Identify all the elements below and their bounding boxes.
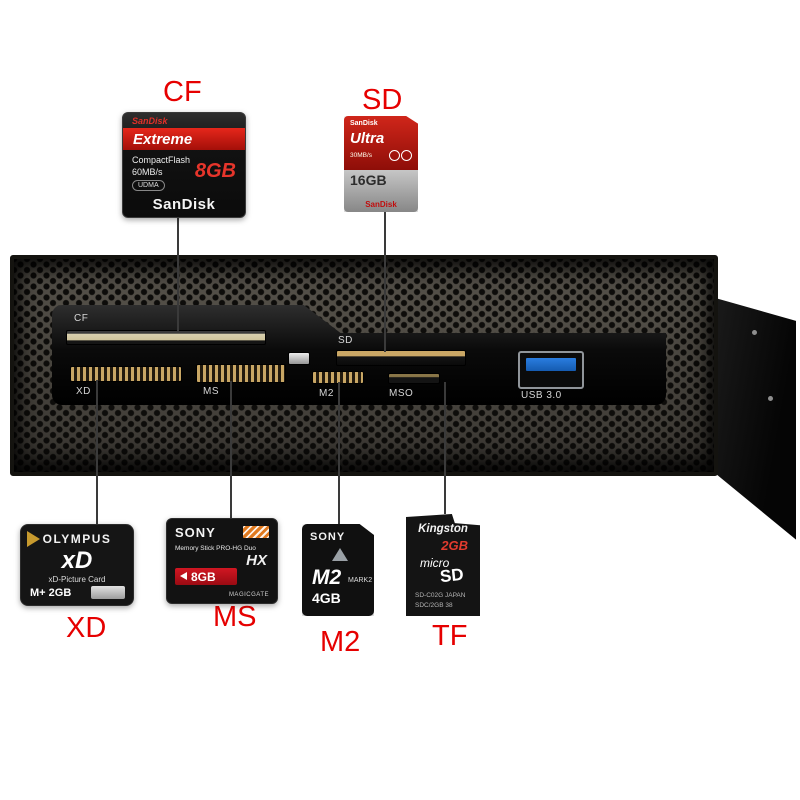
screw-dot bbox=[768, 396, 773, 401]
m2-card-name: M2 bbox=[312, 566, 342, 589]
ms-card-series: HX bbox=[246, 552, 267, 569]
tf-card-capacity: 2GB bbox=[441, 538, 468, 553]
slot-label-mso: MSO bbox=[389, 388, 414, 399]
kingston-wordmark: Kingston bbox=[418, 523, 468, 535]
microsd-logo-micro: micro bbox=[420, 556, 450, 570]
sd-card-gray-area: 16GB SanDisk bbox=[344, 170, 418, 212]
usb3-port[interactable] bbox=[518, 351, 584, 389]
memory-stick-duo-icon bbox=[243, 526, 269, 538]
ms-card-type: Memory Stick PRO-HG Duo bbox=[175, 545, 256, 552]
sd-card-red-area: SanDisk Ultra 30MB/s bbox=[344, 116, 418, 170]
class-badge-icon bbox=[401, 150, 412, 161]
tf-card-code2: SDC/2GB 38 bbox=[415, 602, 453, 609]
sandisk-wordmark: SanDisk bbox=[365, 200, 397, 209]
ms-card-capacity: 8GB bbox=[191, 570, 216, 584]
callout-cf: CF bbox=[163, 76, 202, 108]
sd-card-speed: 30MB/s bbox=[350, 152, 373, 159]
callout-xd: XD bbox=[66, 612, 107, 644]
sd-card-name: Ultra bbox=[350, 130, 385, 147]
m2-card-capacity: 4GB bbox=[312, 590, 341, 606]
sd-card: SanDisk Ultra 30MB/s 16GB SanDisk bbox=[344, 116, 418, 212]
silver-sticker bbox=[91, 586, 125, 599]
xd-card-type: xD-Picture Card bbox=[48, 575, 106, 584]
arrow-left-icon bbox=[180, 572, 187, 580]
slot-label-usb: USB 3.0 bbox=[521, 390, 562, 401]
mso-slot[interactable] bbox=[388, 373, 440, 384]
sony-wordmark: SONY bbox=[310, 531, 346, 543]
slot-label-ms: MS bbox=[203, 386, 219, 397]
led-window bbox=[288, 352, 310, 365]
xd-slot[interactable] bbox=[70, 366, 182, 382]
connector-tf bbox=[444, 382, 446, 514]
m2-card: SONY M2 MARK2 4GB bbox=[302, 524, 374, 616]
sandisk-logo: SanDisk bbox=[350, 120, 378, 127]
ms-slot[interactable] bbox=[196, 364, 286, 383]
cf-card-speed: 60MB/s bbox=[132, 167, 163, 177]
slot-label-cf: CF bbox=[74, 313, 89, 324]
xd-logo: xD bbox=[61, 547, 93, 574]
connector-sd bbox=[384, 212, 386, 352]
connector-cf bbox=[177, 216, 179, 333]
extreme-band: Extreme bbox=[123, 128, 245, 150]
slot-label-m2: M2 bbox=[319, 388, 334, 399]
udma-badge: UDMA bbox=[132, 180, 165, 191]
slot-label-xd: XD bbox=[76, 386, 91, 397]
xd-card-capacity: M+ 2GB bbox=[30, 587, 72, 599]
callout-ms: MS bbox=[213, 601, 257, 633]
sony-wordmark: SONY bbox=[175, 525, 216, 540]
callout-sd: SD bbox=[362, 84, 403, 116]
gold-triangle-icon bbox=[27, 531, 40, 547]
ms-red-band: 8GB bbox=[175, 568, 237, 585]
m2-card-series: MARK2 bbox=[348, 577, 373, 584]
triangle-logo-icon bbox=[332, 548, 348, 561]
olympus-wordmark: OLYMPUS bbox=[42, 532, 112, 546]
tf-card: Kingston 2GB micro SD SD-C02G JAPAN SDC/… bbox=[406, 514, 480, 616]
microsd-logo-sd: SD bbox=[439, 564, 465, 587]
ms-card: SONY Memory Stick PRO-HG Duo HX 8GB MAGI… bbox=[166, 518, 278, 604]
connector-ms bbox=[230, 381, 232, 518]
tf-card-code1: SD-C02G JAPAN bbox=[415, 592, 466, 599]
cf-slot[interactable] bbox=[66, 330, 266, 345]
callout-tf: TF bbox=[432, 620, 468, 652]
callout-m2: M2 bbox=[320, 626, 361, 658]
sdhc-badge-icon bbox=[389, 150, 400, 161]
device-side-cap bbox=[706, 295, 796, 540]
sd-card-capacity: 16GB bbox=[350, 172, 387, 188]
xd-card: OLYMPUS xD xD-Picture Card M+ 2GB bbox=[20, 524, 134, 606]
connector-m2 bbox=[338, 382, 340, 524]
sandisk-logo: SanDisk bbox=[132, 116, 168, 126]
sd-slot[interactable] bbox=[336, 350, 466, 366]
cf-card: SanDisk Extreme CompactFlash 60MB/s UDMA… bbox=[122, 112, 246, 218]
cf-card-name: Extreme bbox=[133, 131, 193, 148]
cf-card-capacity: 8GB bbox=[194, 160, 236, 182]
slot-label-sd: SD bbox=[338, 335, 353, 346]
cf-card-type: CompactFlash bbox=[132, 155, 191, 165]
sandisk-wordmark: SanDisk bbox=[152, 196, 216, 213]
usb-tongue bbox=[526, 358, 576, 371]
screw-dot bbox=[752, 330, 757, 335]
connector-xd bbox=[96, 380, 98, 524]
magicgate-label: MAGICGATE bbox=[228, 592, 269, 598]
